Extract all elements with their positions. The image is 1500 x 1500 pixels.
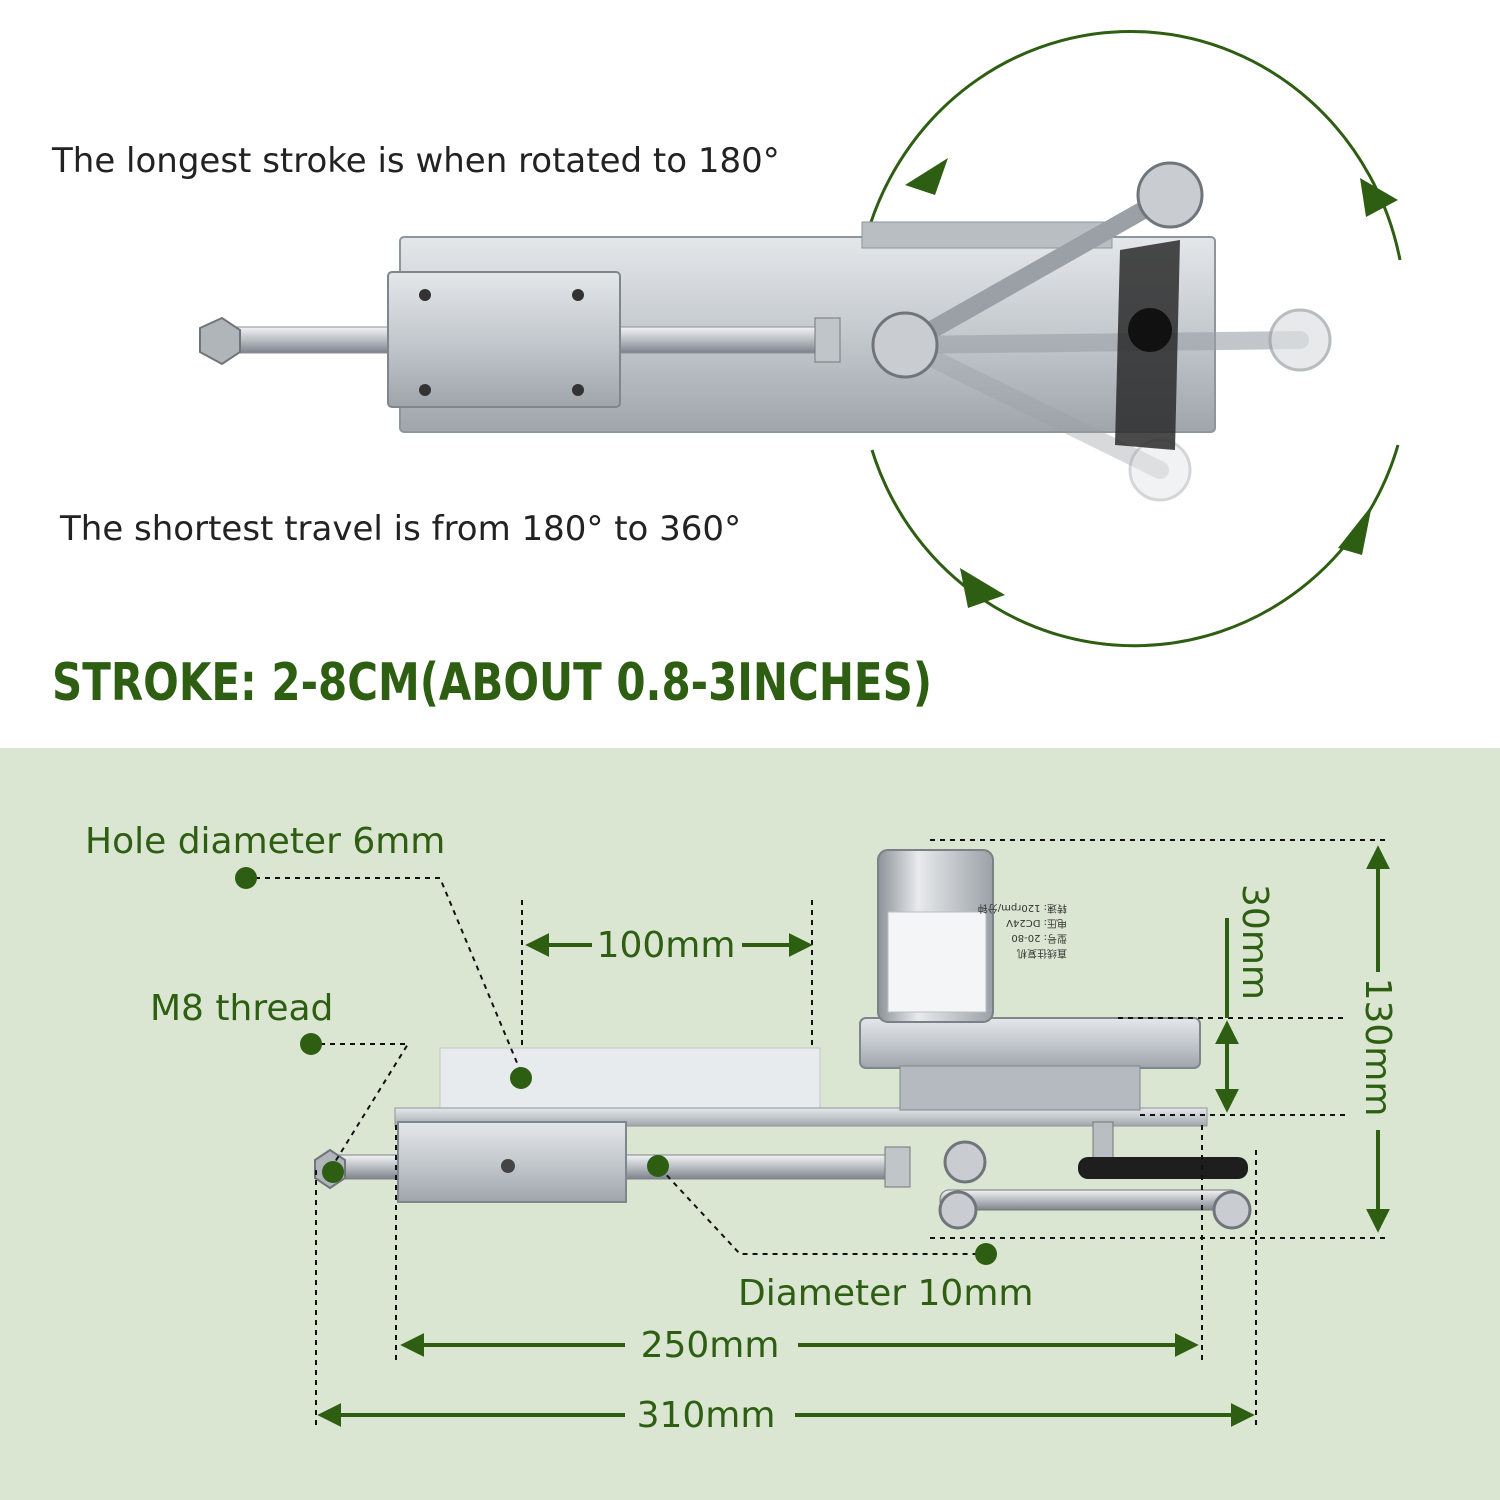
rod-coupler <box>884 1146 911 1188</box>
rod-end-nut <box>199 316 241 366</box>
dim-total-length: 310mm <box>637 1395 776 1436</box>
screw-icon <box>572 289 584 301</box>
gearbox <box>859 1017 1201 1069</box>
rotation-arrowheads <box>905 158 1398 608</box>
rod-coupler <box>814 317 841 363</box>
rod-end-joint <box>1268 308 1332 372</box>
linkage-rod <box>939 1189 1241 1211</box>
motor-label-line: 转速: 120rpm/分钟 <box>978 902 1067 915</box>
linkage-arms <box>896 186 1309 479</box>
base-plate <box>439 1047 821 1111</box>
slide-block <box>387 271 621 408</box>
actuator-top-view <box>199 161 1332 502</box>
motor-label-line: 电压: DC24V <box>1006 917 1067 930</box>
gearbox-spacers <box>899 1065 1141 1111</box>
screw-icon <box>572 384 584 396</box>
crank-hub <box>1128 308 1172 352</box>
top-panel: The longest stroke is when rotated to 18… <box>0 0 1500 748</box>
leader-dots <box>235 867 997 1265</box>
rod-end-joint <box>871 311 939 379</box>
rod-end-joint <box>938 1190 978 1230</box>
dim-total-height: 130mm <box>1357 978 1398 1117</box>
motor-label-line: 型号: 20-80 <box>1011 932 1067 945</box>
rod-diameter-label: Diameter 10mm <box>738 1273 1033 1314</box>
rod-end-joint <box>1136 161 1204 229</box>
rod-end-joint <box>943 1140 987 1184</box>
shortest-travel-note: The shortest travel is from 180° to 360° <box>59 509 741 549</box>
dimension-arrows <box>317 845 1390 1427</box>
dotted-guides <box>245 839 1388 1430</box>
actuator-side-view: 直线往复机 型号: 20-80 电压: DC24V 转速: 120rpm/分钟 <box>314 849 1252 1230</box>
hole-diameter-label: Hole diameter 6mm <box>85 821 445 862</box>
bottom-panel: 直线往复机 型号: 20-80 电压: DC24V 转速: 120rpm/分钟 <box>0 748 1500 1500</box>
longest-stroke-note: The longest stroke is when rotated to 18… <box>51 141 780 181</box>
screw-icon <box>419 289 431 301</box>
screw-icon <box>419 384 431 396</box>
dim-gear-height: 30mm <box>1234 884 1275 1000</box>
motor-label-sticker <box>887 911 987 1013</box>
crank-arm <box>1078 1157 1248 1179</box>
screw-icon <box>501 1159 515 1173</box>
motor-label-text: 直线往复机 型号: 20-80 电压: DC24V 转速: 120rpm/分钟 <box>978 902 1067 960</box>
rod-end-joint <box>1212 1190 1252 1230</box>
thread-label: M8 thread <box>150 988 333 1029</box>
rod-end-joint <box>1128 438 1192 502</box>
motor-label-line: 直线往复机 <box>1017 947 1067 960</box>
dim-base-length: 250mm <box>641 1325 780 1366</box>
dim-hole-spacing: 100mm <box>597 925 736 966</box>
stroke-headline: STROKE: 2-8CM(ABOUT 0.8-3INCHES) <box>52 653 932 713</box>
